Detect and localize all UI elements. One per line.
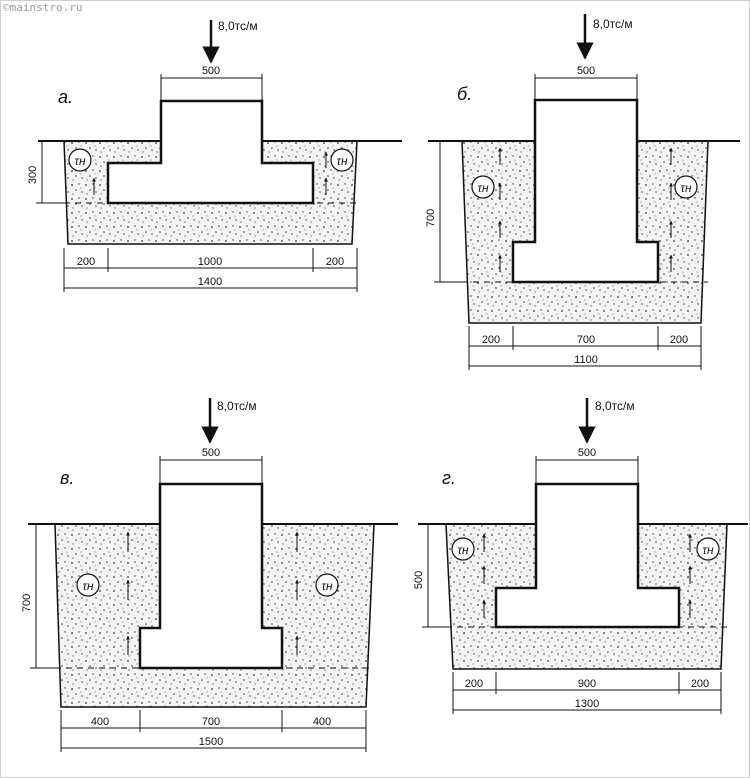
panel-b-letter: б. [457, 84, 472, 104]
panel-b-top-width: 500 [577, 65, 595, 77]
panel-a-load-label: 8,0тс/м [218, 19, 258, 33]
panel-b-dim-mid: 700 [577, 334, 595, 346]
panel-g-tau-left [451, 537, 475, 561]
svg-text:τн: τн [680, 181, 691, 195]
panel-v: в. 8,0тс/м 500 700 τн τн 400 700 400 150… [21, 398, 398, 752]
panel-a-tau-right [330, 148, 354, 172]
panel-a-letter: а. [58, 87, 73, 107]
panel-a: а. 8,0тс/м 500 300 τн τн 200 [27, 19, 402, 292]
svg-text:τн: τн [702, 543, 713, 557]
panel-b-foundation [511, 98, 660, 284]
panel-g: г. 8,0тс/м 500 500 τн τн 200 900 200 130… [413, 398, 748, 714]
panel-v-tau-right [315, 573, 339, 597]
svg-text:τн: τн [74, 154, 85, 168]
panel-v-load-label: 8,0тс/м [217, 399, 257, 413]
watermark: ©mainstro.ru [3, 1, 83, 14]
panel-v-dim-right: 400 [313, 716, 331, 728]
panel-g-top-width: 500 [578, 447, 596, 459]
panel-v-total: 1500 [199, 736, 223, 748]
panel-a-depth: 300 [27, 166, 39, 184]
panel-b: б. 8,0тс/м 500 700 τн τн 200 700 200 [425, 14, 740, 370]
panel-v-depth: 700 [21, 594, 33, 612]
panel-b-total: 1100 [574, 354, 598, 366]
panel-g-dim-left: 200 [465, 678, 483, 690]
panel-b-tau-right [674, 175, 698, 199]
panel-a-tau-left [68, 148, 92, 172]
panel-a-top-width: 500 [202, 65, 220, 77]
panel-g-tau-right [696, 537, 720, 561]
panel-g-load-label: 8,0тс/м [595, 399, 635, 413]
panel-v-tau-left [76, 573, 100, 597]
panel-b-tau-left [471, 175, 495, 199]
panel-g-dim-mid: 900 [578, 678, 596, 690]
panel-a-total: 1400 [198, 276, 222, 288]
panel-b-dim-right: 200 [670, 334, 688, 346]
panel-g-letter: г. [442, 468, 456, 488]
panel-a-dim-right: 200 [326, 256, 344, 268]
svg-text:τн: τн [477, 181, 488, 195]
svg-text:τн: τн [321, 579, 332, 593]
panel-a-dim-mid: 1000 [198, 256, 222, 268]
svg-text:τн: τн [82, 579, 93, 593]
svg-text:τн: τн [457, 543, 468, 557]
svg-text:τн: τн [336, 154, 347, 168]
panel-b-depth: 700 [425, 209, 437, 227]
panel-g-total: 1300 [575, 698, 599, 710]
panel-v-dim-mid: 700 [202, 716, 220, 728]
panel-b-load-label: 8,0тс/м [593, 17, 633, 31]
panel-a-foundation [106, 99, 315, 205]
panel-g-depth: 500 [413, 571, 425, 589]
panel-v-foundation [138, 482, 284, 670]
panel-v-letter: в. [60, 468, 74, 488]
panel-b-dim-left: 200 [482, 334, 500, 346]
panel-a-dim-left: 200 [77, 256, 95, 268]
panel-g-dim-right: 200 [691, 678, 709, 690]
panel-v-dim-left: 400 [91, 716, 109, 728]
panel-v-top-width: 500 [202, 447, 220, 459]
